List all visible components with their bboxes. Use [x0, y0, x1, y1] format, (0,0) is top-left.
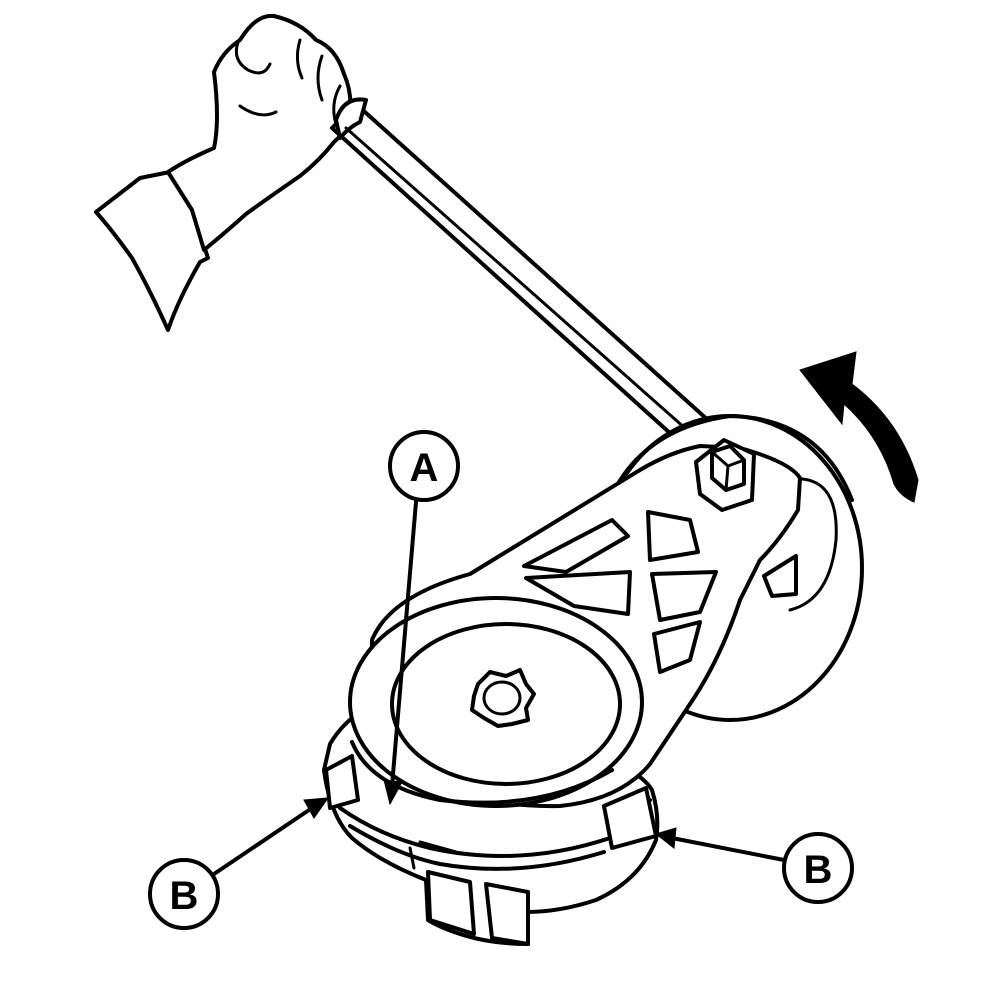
arm-rib-6	[762, 554, 798, 598]
sleeve	[94, 170, 210, 332]
housing-band-2	[348, 824, 606, 871]
rotation-arrow	[799, 351, 919, 503]
callout-b-left: B	[148, 797, 330, 930]
callout-a-label: A	[410, 446, 439, 490]
bar-highlight	[344, 126, 714, 454]
callout-b-right: B	[654, 827, 854, 904]
callout-b-right-label: B	[804, 848, 833, 892]
idler-pulley-rim	[600, 414, 854, 522]
callout-b-right-circle	[782, 832, 854, 904]
hub-bolt-center	[482, 680, 522, 716]
drive-square-top	[710, 450, 746, 492]
finger-line-1	[295, 38, 304, 80]
arm-rib-4	[650, 570, 718, 622]
housing-tab-right	[602, 786, 658, 850]
housing-foot-2	[484, 882, 530, 946]
callout-b-left-circle	[148, 858, 220, 930]
breaker-bar	[330, 97, 730, 464]
hand-illustration	[94, 13, 353, 332]
arm-rib-5	[652, 620, 702, 674]
thumb-line	[234, 40, 272, 75]
callout-a-circle	[388, 430, 460, 502]
housing-notch	[408, 840, 458, 870]
callout-b-right-arrowhead	[654, 827, 677, 849]
tensioner-pulley	[348, 596, 644, 808]
bar-grip-end	[334, 97, 368, 140]
rotation-arrow-icon	[799, 351, 919, 503]
housing-foot	[426, 870, 476, 936]
arm-rib-3	[524, 570, 632, 616]
bar-shaft	[330, 102, 730, 464]
callout-b-left-leader	[212, 806, 314, 876]
housing-tab-left	[324, 754, 360, 810]
hub-bolt	[470, 668, 536, 728]
pulley-lip	[350, 740, 614, 805]
callout-a-leader	[390, 500, 418, 788]
callout-a-arrowhead	[383, 779, 403, 806]
callout-b-left-arrowhead	[303, 797, 330, 819]
knuckle-line	[238, 104, 278, 117]
idler-inner-curve	[782, 477, 838, 612]
fist	[166, 13, 353, 252]
finger-line-2	[316, 54, 324, 102]
arm-rib-1	[522, 518, 630, 574]
arm-rib-2	[646, 510, 700, 562]
callout-a: A	[383, 430, 460, 806]
callout-b-left-label: B	[170, 874, 199, 918]
callout-b-right-leader	[670, 836, 786, 862]
